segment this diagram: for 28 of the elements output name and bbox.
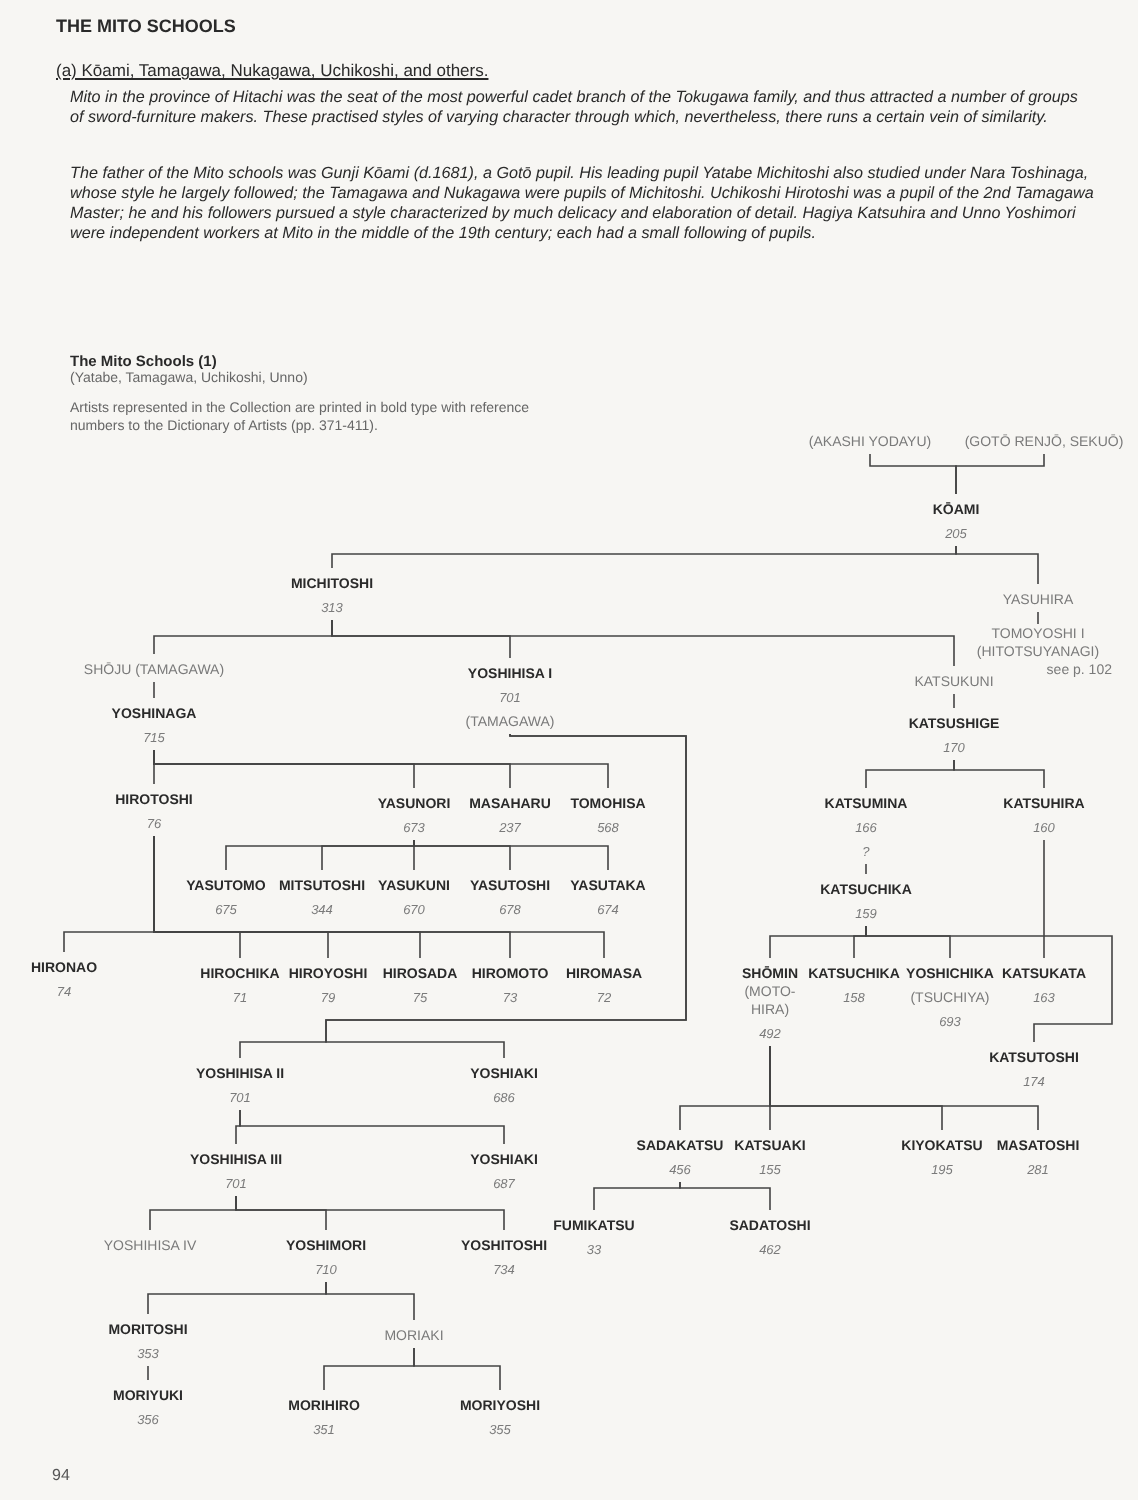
page-number: 94 [52,1466,72,1484]
lineage-line [865,925,1113,1043]
lineage-line [955,453,1045,495]
lineage-line [325,1281,415,1321]
lineage-line [153,681,155,699]
lineage-line [865,863,867,875]
lineage-line [953,759,1045,789]
lineage-line [593,1181,681,1211]
lineage-line [147,1365,149,1381]
lineage-line [321,839,415,871]
lineage-line [413,1347,501,1391]
lineage-line [153,835,605,959]
section-heading: (a) Kōami, Tamagawa, Nukagawa, Uchikoshi, and others. [56,60,491,80]
lineage-line [239,1109,505,1145]
lineage-line [769,1045,1039,1131]
lineage-line [955,545,1039,585]
lineage-line [153,749,609,789]
intro-paragraph: The father of the Mito schools was Gunji Kōami (d.1681), a Gotō pupil. His leading pupil Yatabe Michitoshi also studied under Nara Toshinaga, whose style he largely followed; the Tamagawa and Nukagawa were pupils of Michitoshi. Uchikoshi Hirotoshi was a pupil of the 2nd Tamagawa Master; he and his followers pursued a style characterized by much delicacy and elaboration of detail. Hagiya Katsuhira and Unno Yoshimori were independent workers at Mito in the middle of the 19th century; each had a small following of pupils. [70,164,1094,244]
lineage-line [679,1181,771,1211]
page-title: THE MITO SCHOOLS [56,16,236,36]
intro-paragraph: Mito in the province of Hitachi was the seat of the most powerful cadet branch of the Tokugawa family, and thus attracted a number of groups of sword-furniture makers. These practised styles of varying character through which, nevertheless, there runs a certain vein of similarity. [70,88,1080,128]
lineage-line [413,839,609,871]
lineage-line [325,733,687,1059]
lineage-line [235,1195,505,1231]
lineage-line [1043,839,1045,959]
lineage-line [1037,611,1039,625]
lineage-line [953,693,955,709]
lineage-line [331,619,955,667]
